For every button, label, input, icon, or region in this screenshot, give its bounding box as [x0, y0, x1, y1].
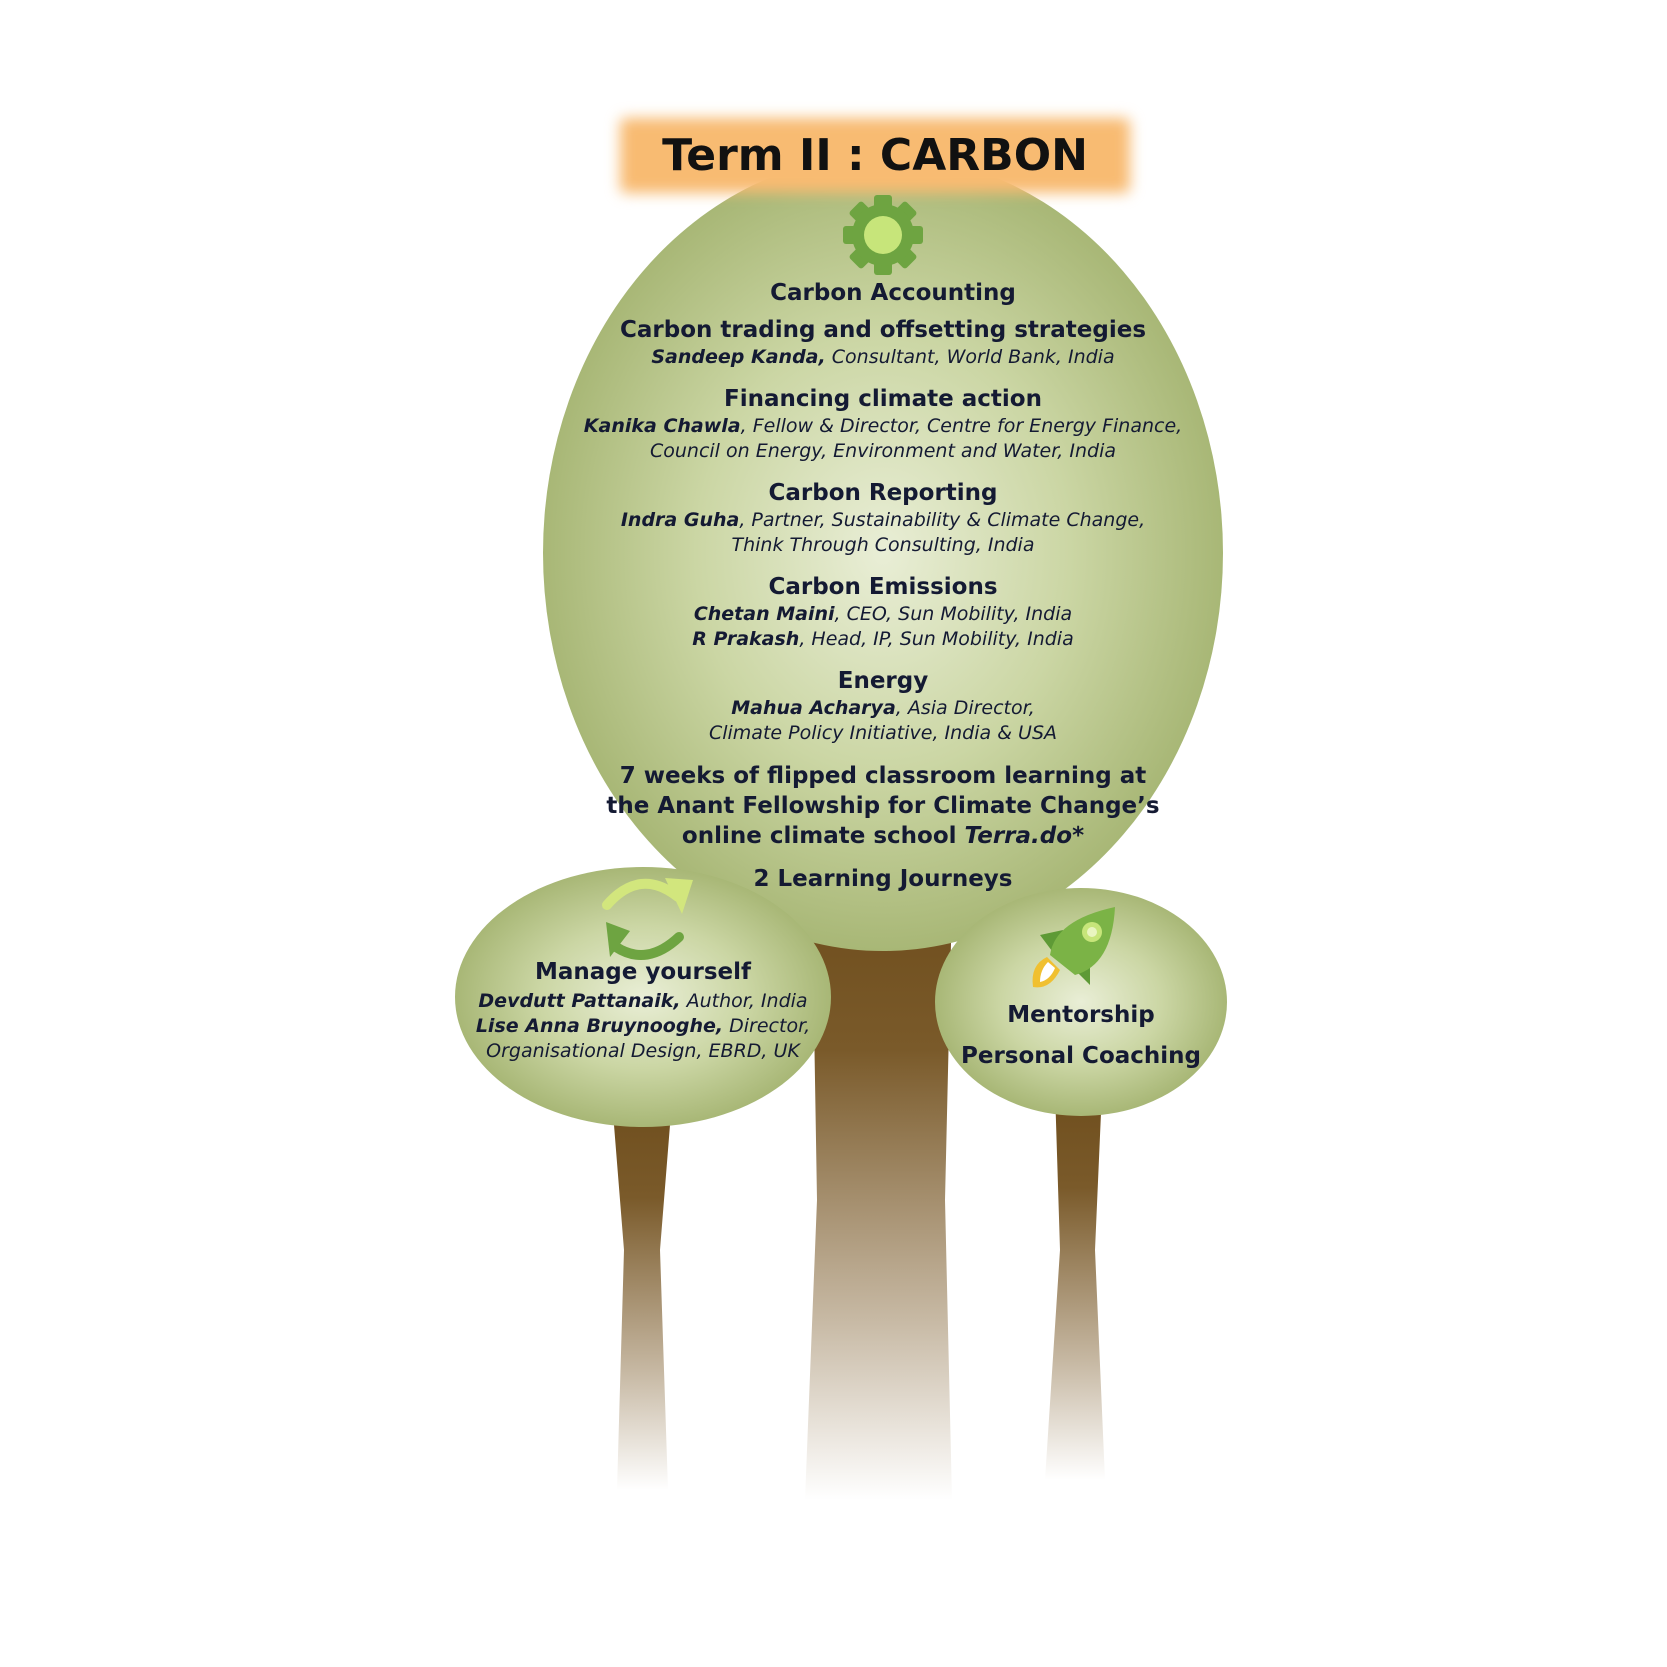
- flipped-classroom-text: online climate school: [681, 823, 965, 849]
- session-title: Financing climate action: [724, 386, 1042, 412]
- main-crown: [543, 155, 1223, 951]
- speaker-line: Council on Energy, Environment and Water…: [583, 440, 1183, 462]
- main-trunk: [805, 900, 952, 1500]
- left-heading: Manage yourself: [534, 959, 752, 985]
- speaker-line: Kanika Chawla, Fellow & Director, Centre…: [583, 415, 1183, 437]
- speaker-name: Devdutt Pattanaik,: [478, 990, 681, 1012]
- right-crown: [935, 888, 1227, 1116]
- refresh-arrows-icon: [602, 878, 693, 960]
- speaker-role: Author, India: [680, 990, 808, 1012]
- learning-journeys: 2 Learning Journeys: [753, 866, 1013, 892]
- speaker-name: Lise Anna Bruynooghe,: [475, 1015, 724, 1037]
- speaker-line: Devdutt Pattanaik, Author, India: [463, 990, 823, 1012]
- speaker-line: Lise Anna Bruynooghe, Director,: [463, 1015, 823, 1037]
- speaker-role: , Head, IP, Sun Mobility, India: [799, 628, 1074, 650]
- speaker-role: , Asia Director,: [895, 697, 1035, 719]
- left-crown: [455, 867, 831, 1127]
- terra-do-name: Terra.do: [964, 823, 1073, 849]
- speaker-line: Mahua Acharya, Asia Director,: [583, 697, 1183, 719]
- speaker-line: Sandeep Kanda, Consultant, World Bank, I…: [583, 346, 1183, 368]
- speaker-role: Think Through Consulting, India: [731, 534, 1035, 556]
- speaker-role: Organisational Design, EBRD, UK: [486, 1040, 800, 1062]
- flipped-classroom-line: the Anant Fellowship for Climate Change’…: [606, 793, 1160, 819]
- speaker-name: Kanika Chawla: [583, 415, 741, 437]
- speaker-name: Sandeep Kanda,: [651, 346, 826, 368]
- speaker-name: Chetan Maini: [693, 603, 835, 625]
- session-title: Carbon trading and offsetting strategies: [619, 317, 1147, 343]
- personal-coaching-heading: Personal Coaching: [960, 1043, 1201, 1069]
- page-title: Term II : CARBON: [662, 130, 1088, 181]
- speaker-role: Director,: [723, 1015, 811, 1037]
- speaker-role: Council on Energy, Environment and Water…: [649, 440, 1117, 462]
- speaker-line: Climate Policy Initiative, India & USA: [583, 722, 1183, 744]
- speaker-name: Indra Guha: [620, 509, 740, 531]
- speaker-line: R Prakash, Head, IP, Sun Mobility, India: [583, 628, 1183, 650]
- speaker-role: Consultant, World Bank, India: [825, 346, 1115, 368]
- speaker-line: Chetan Maini, CEO, Sun Mobility, India: [583, 603, 1183, 625]
- session-title: Carbon Reporting: [768, 480, 998, 506]
- main-heading: Carbon Accounting: [770, 280, 1016, 306]
- speaker-role: Climate Policy Initiative, India & USA: [708, 722, 1058, 744]
- speaker-name: R Prakash: [692, 628, 800, 650]
- session-title: Energy: [837, 668, 929, 694]
- session-title: Carbon Emissions: [768, 574, 998, 600]
- rocket-icon: [1032, 907, 1115, 988]
- speaker-role: , Fellow & Director, Centre for Energy F…: [740, 415, 1183, 437]
- speaker-role: , Partner, Sustainability & Climate Chan…: [739, 509, 1146, 531]
- flipped-classroom-line: online climate school Terra.do*: [583, 823, 1183, 849]
- flipped-classroom-line: 7 weeks of flipped classroom learning at: [619, 763, 1147, 789]
- left-trunk: [612, 1100, 672, 1490]
- footnote-asterisk: *: [1072, 823, 1085, 849]
- right-trunk: [1045, 1090, 1105, 1480]
- gear-icon: [843, 195, 923, 275]
- mentorship-heading: Mentorship: [1007, 1002, 1155, 1028]
- speaker-name: Mahua Acharya: [731, 697, 896, 719]
- title-band: [620, 118, 1130, 193]
- speaker-line: Indra Guha, Partner, Sustainability & Cl…: [583, 509, 1183, 531]
- speaker-role: , CEO, Sun Mobility, India: [834, 603, 1073, 625]
- speaker-line: Organisational Design, EBRD, UK: [463, 1040, 823, 1062]
- speaker-line: Think Through Consulting, India: [583, 534, 1183, 556]
